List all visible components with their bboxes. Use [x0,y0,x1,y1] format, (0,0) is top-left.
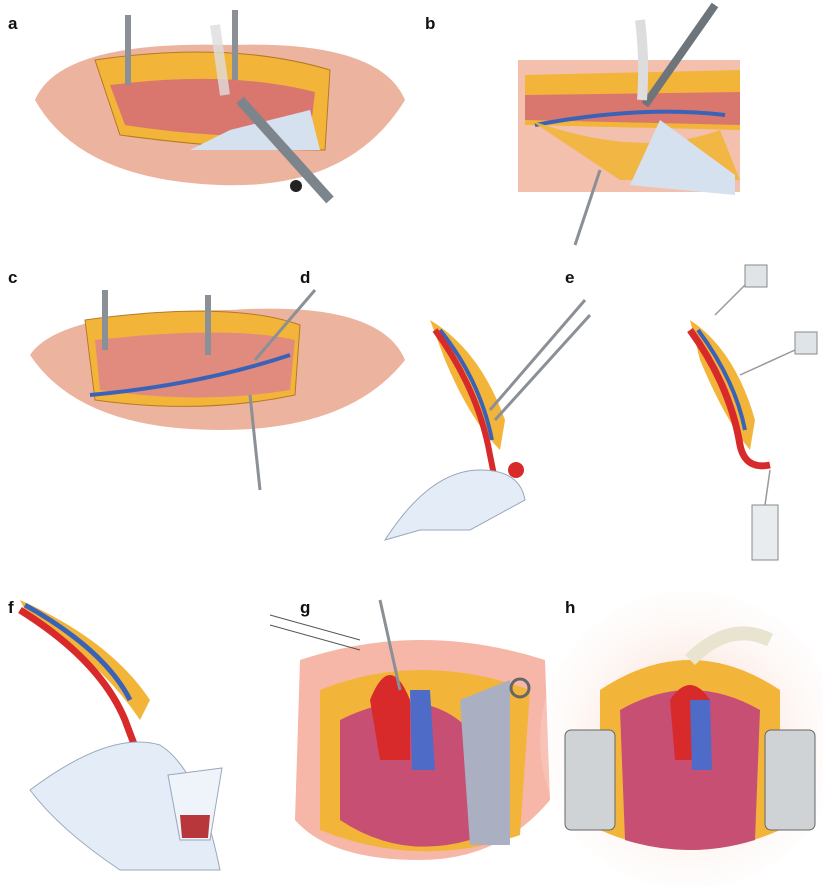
panel-f-illustration [18,600,223,871]
panel-label-h: h [565,598,576,617]
panel-label-f: f [8,598,14,617]
panel-a-illustration [35,10,405,204]
panel-label-c: c [8,268,18,287]
panel-g-illustration [269,599,550,860]
panel-e-illustration [687,264,818,561]
panel-label-d: d [300,268,311,287]
panel-b-illustration [518,2,740,246]
panel-c-illustration [30,289,405,491]
panel-label-b: b [425,14,436,33]
panel-d-illustration [383,299,592,541]
panel-label-g: g [300,598,311,617]
panel-label-a: a [8,14,18,33]
panel-label-e: e [565,268,575,287]
panel-h-illustration [540,590,823,887]
